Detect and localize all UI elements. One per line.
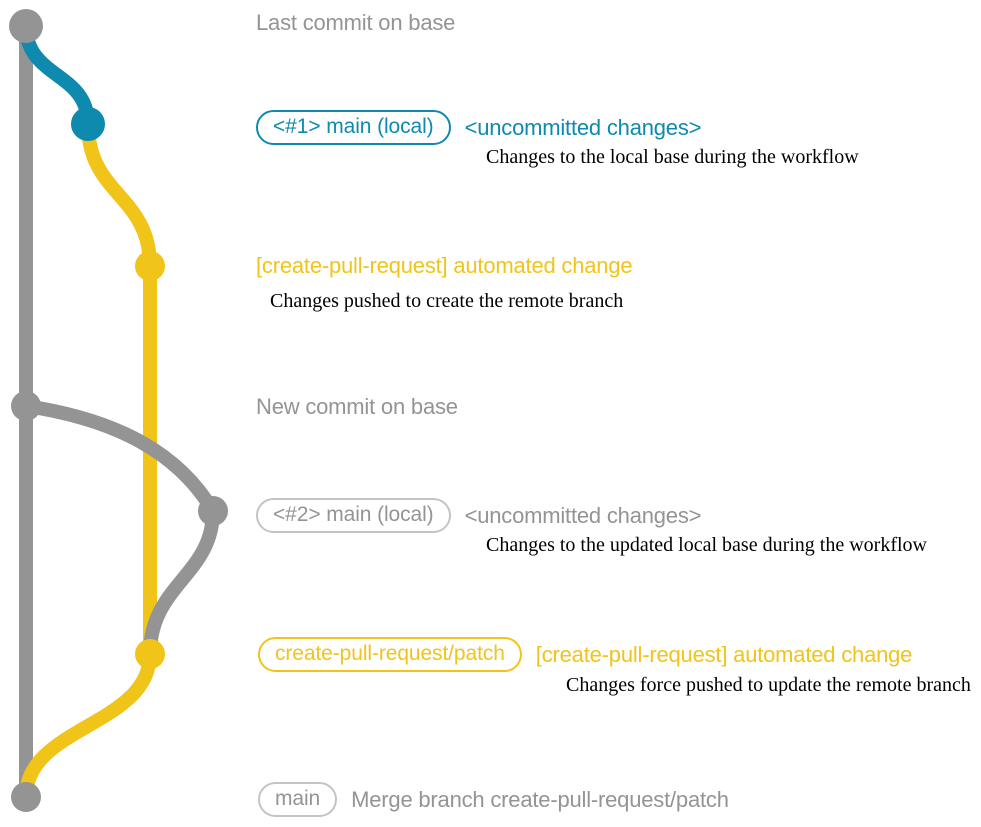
commit-node-base-head[interactable] — [9, 9, 43, 43]
row-last-commit-on-base: Last commit on base — [256, 12, 455, 34]
branch-badge-main-local-2[interactable]: <#2> main (local) — [256, 498, 451, 533]
note-local-changes-1: Changes to the local base during the wor… — [486, 146, 859, 168]
branch-badge-create-pull-request-patch[interactable]: create-pull-request/patch — [258, 637, 522, 672]
commit-message-merge-branch: Merge branch create-pull-request/patch — [351, 786, 729, 812]
commit-node-base-merge[interactable] — [11, 782, 41, 812]
commit-node-base-new[interactable] — [11, 391, 41, 421]
commit-message-uncommitted-changes-1: <uncommitted changes> — [464, 114, 702, 140]
commit-node-remote-force[interactable] — [135, 639, 165, 669]
commit-message-new-commit-on-base: New commit on base — [256, 394, 458, 419]
branch-badge-main-local-1[interactable]: <#1> main (local) — [256, 110, 451, 145]
row-merge-branch: main Merge branch create-pull-request/pa… — [258, 782, 729, 817]
commit-node-local-1[interactable] — [71, 107, 105, 141]
row-local-uncommitted-1: <#1> main (local) <uncommitted changes> — [256, 110, 701, 145]
row-create-pull-request-automated-change-1: [create-pull-request] automated change — [256, 253, 633, 278]
edge-remote-force-to-merge — [19, 647, 157, 804]
note-pushed-create-remote-branch: Changes pushed to create the remote bran… — [270, 290, 624, 312]
edge-local-2-to-remote-force — [143, 504, 220, 661]
note-local-changes-2: Changes to the updated local base during… — [486, 534, 927, 556]
commit-node-local-2[interactable] — [198, 496, 228, 526]
row-new-commit-on-base: New commit on base — [256, 396, 458, 418]
commit-message-automated-change-2: [create-pull-request] automated change — [535, 641, 913, 667]
note-force-pushed-update-remote-branch: Changes force pushed to update the remot… — [566, 674, 971, 696]
commit-message-uncommitted-changes-2: <uncommitted changes> — [464, 502, 702, 528]
edge-base-new-to-local-2 — [19, 399, 220, 518]
row-local-uncommitted-2: <#2> main (local) <uncommitted changes> — [256, 498, 701, 533]
commit-node-remote-create[interactable] — [135, 251, 165, 281]
row-create-pull-request-automated-change-2: create-pull-request/patch [create-pull-r… — [258, 637, 912, 672]
commit-message-last-commit-on-base: Last commit on base — [256, 10, 456, 35]
branch-badge-main[interactable]: main — [258, 782, 338, 817]
commit-message-automated-change-1: [create-pull-request] automated change — [256, 253, 633, 278]
edge-local-1-to-remote-create — [81, 117, 157, 273]
edge-base-to-local-1 — [19, 19, 95, 131]
